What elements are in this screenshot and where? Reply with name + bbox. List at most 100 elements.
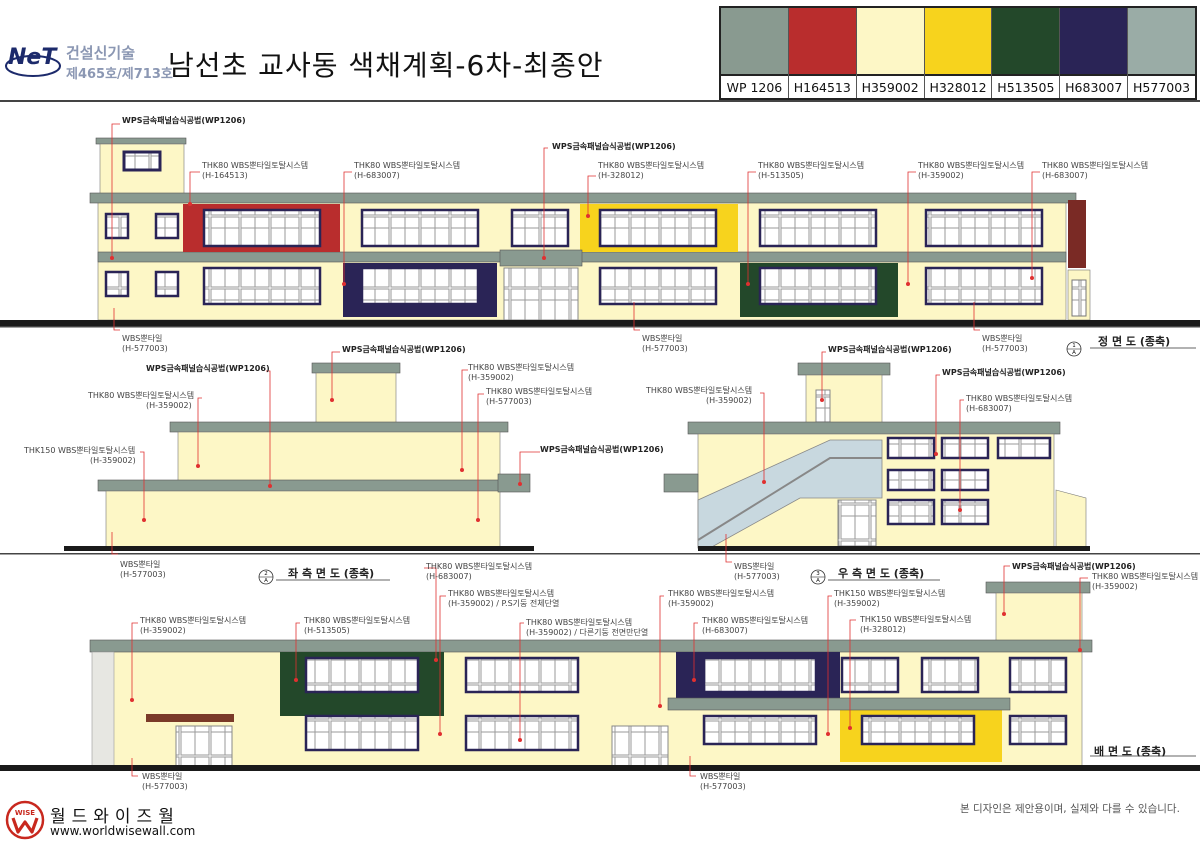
swatch-chip xyxy=(856,8,924,76)
callout-wbs: WBS뿐타일 xyxy=(122,334,163,343)
elevation-drawings: 1 A 2 A 3 A xyxy=(0,123,1200,777)
footer-brand-name: 월드와이즈월 xyxy=(50,807,180,827)
callout-thk80: THK80 WBS뿐타일토탈시스템 xyxy=(918,161,1025,170)
svg-text:1: 1 xyxy=(1072,343,1076,349)
door xyxy=(837,499,877,547)
window xyxy=(996,436,1052,460)
swatch-h164513: H164513 xyxy=(788,8,857,98)
swatch-h328012: H328012 xyxy=(924,8,993,98)
callout-code: (H-577003) xyxy=(486,397,532,406)
callout-thk80: THK80 WBS뿐타일토탈시스템 xyxy=(702,616,809,625)
window xyxy=(860,714,976,746)
view-title-front: 정 면 도 (종축) xyxy=(1098,335,1171,348)
window xyxy=(598,266,718,306)
window xyxy=(464,656,580,694)
callout-code: (H-359002) xyxy=(834,599,880,608)
callout-wbs: WBS뿐타일 xyxy=(982,334,1023,343)
window xyxy=(940,498,990,526)
swatch-chip xyxy=(788,8,856,76)
wall-panel xyxy=(315,372,397,424)
callout-thk150: THK150 WBS뿐타일토탈시스템 xyxy=(834,589,946,598)
callout-thk150: THK150 WBS뿐타일토탈시스템 xyxy=(24,446,136,455)
callout-thk80: THK80 WBS뿐타일토탈시스템 xyxy=(354,161,461,170)
callout-wbs: WBS뿐타일 xyxy=(642,334,683,343)
section-divider xyxy=(0,553,1200,555)
callout-thk80: THK80 WBS뿐타일토탈시스템 xyxy=(1042,161,1149,170)
ground-line xyxy=(64,546,534,551)
header-divider xyxy=(0,100,1200,102)
swatch-wp1206: WP 1206 xyxy=(721,8,789,98)
swatch-code: H513505 xyxy=(997,79,1055,95)
window xyxy=(154,212,180,240)
window xyxy=(702,656,818,694)
window xyxy=(202,266,322,306)
callout-code: (H-683007) xyxy=(1042,171,1088,180)
swatch-chip xyxy=(1060,8,1128,76)
callout-wps: WPS금속패널습식공법(WP1206) xyxy=(146,364,270,373)
callout-wps: WPS금속패널습식공법(WP1206) xyxy=(828,345,952,354)
callout-thk80: THK80 WBS뿐타일토탈시스템 xyxy=(88,391,195,400)
callout-code: (H-577003) xyxy=(120,570,166,579)
roof-cap xyxy=(797,362,891,376)
callout-thk80: THK80 WBS뿐타일토탈시스템 xyxy=(646,386,753,395)
entrance-canopy xyxy=(499,249,583,267)
door xyxy=(611,725,669,767)
swatch-h683007: H683007 xyxy=(1060,8,1129,98)
wall-panel xyxy=(995,592,1083,642)
callout-thk80: THK80 WBS뿐타일토탈시스템 xyxy=(668,589,775,598)
swatch-code: H359002 xyxy=(861,79,919,95)
view-title-left: 좌 측 면 도 (종축) xyxy=(288,567,375,580)
svg-text:A: A xyxy=(264,578,268,584)
callout-wbs: WBS뿐타일 xyxy=(120,560,161,569)
window xyxy=(702,714,818,746)
window xyxy=(360,208,480,248)
callout-thk80: THK80 WBS뿐타일토탈시스템 xyxy=(140,616,247,625)
swatch-code: WP 1206 xyxy=(726,79,783,95)
window xyxy=(924,208,1044,248)
callout-code: (H-577003) xyxy=(982,344,1028,353)
window xyxy=(886,436,936,460)
window xyxy=(202,208,322,248)
floor-band xyxy=(667,697,1011,711)
callout-code: (H-359002) / P.S기둥 전체단열 xyxy=(448,599,560,608)
wall-panel xyxy=(177,431,501,483)
callout-code: (H-577003) xyxy=(734,572,780,581)
footer-url-link[interactable]: www.worldwisewall.com xyxy=(50,824,196,838)
rear-elevation xyxy=(0,581,1200,771)
callout-code: (H-328012) xyxy=(598,171,644,180)
canopy xyxy=(663,473,699,493)
ground-line xyxy=(0,765,1200,771)
svg-text:2: 2 xyxy=(264,571,268,577)
window xyxy=(758,266,878,306)
window xyxy=(598,208,718,248)
leader-lines xyxy=(111,123,1088,777)
swatch-code: H577003 xyxy=(1133,79,1191,95)
red-panel xyxy=(1068,200,1086,268)
callout-code: (H-683007) xyxy=(702,626,748,635)
callout-wps: WPS금속패널습식공법(WP1206) xyxy=(342,345,466,354)
callout-thk80: THK80 WBS뿐타일토탈시스템 xyxy=(202,161,309,170)
callout-code: (H-683007) xyxy=(354,171,400,180)
roof-cap xyxy=(169,421,509,433)
callout-wbs: WBS뿐타일 xyxy=(142,772,183,781)
callout-code: (H-359002) xyxy=(468,373,514,382)
callout-wps: WPS금속패널습식공법(WP1206) xyxy=(540,445,664,454)
callout-thk150: THK150 WBS뿐타일토탈시스템 xyxy=(860,615,972,624)
window xyxy=(1008,714,1068,746)
logo-line-1: 건설신기술 xyxy=(66,44,136,62)
ground-line xyxy=(698,546,1090,551)
window xyxy=(360,266,480,306)
right-side-elevation xyxy=(663,362,1090,551)
callout-code: (H-359002) xyxy=(146,401,192,410)
callout-code: (H-683007) xyxy=(426,572,472,581)
view-badge-right: 3 A xyxy=(810,569,826,585)
window xyxy=(122,150,162,172)
swatch-code: H328012 xyxy=(929,79,987,95)
wall-panel xyxy=(1055,489,1087,549)
window xyxy=(886,468,936,492)
stair-rail xyxy=(697,457,882,541)
side-wall xyxy=(91,651,115,767)
callout-thk80: THK80 WBS뿐타일토탈시스템 xyxy=(966,394,1073,403)
window xyxy=(154,270,180,298)
swatch-h577003: H577003 xyxy=(1128,8,1196,98)
